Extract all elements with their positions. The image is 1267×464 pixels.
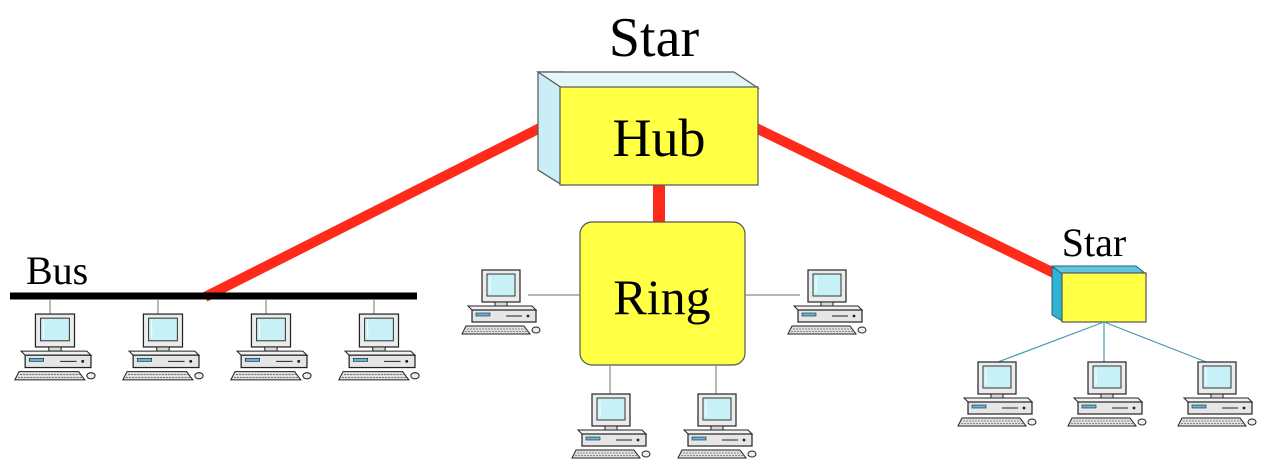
top-star-label: Star (609, 7, 700, 69)
desktop-computer-icon (571, 393, 651, 459)
desktop-computer-icon (122, 313, 204, 381)
star-hub-small (1050, 265, 1148, 323)
desktop-computer-icon (461, 269, 541, 335)
desktop-computer-icon (338, 313, 420, 381)
bus-label: Bus (26, 248, 88, 293)
ring-connectors (528, 294, 800, 397)
ring-label: Ring (613, 269, 710, 325)
bus-computers (14, 313, 420, 381)
link-hub-to-bus (202, 123, 543, 302)
desktop-computer-icon (14, 313, 96, 381)
star-computers (957, 361, 1257, 427)
ring-box (579, 221, 746, 366)
desktop-computer-icon (677, 393, 757, 459)
desktop-computer-icon (1177, 361, 1257, 427)
desktop-computer-icon (1067, 361, 1147, 427)
bus-drops (49, 299, 375, 316)
desktop-computer-icon (787, 269, 867, 335)
hub-label: Hub (613, 108, 706, 168)
link-hub-to-star (753, 123, 1061, 280)
star-connectors (989, 321, 1215, 366)
desktop-computer-icon (230, 313, 312, 381)
desktop-computer-icon (957, 361, 1037, 427)
central-hub (536, 71, 760, 187)
right-star-label: Star (1062, 220, 1126, 265)
